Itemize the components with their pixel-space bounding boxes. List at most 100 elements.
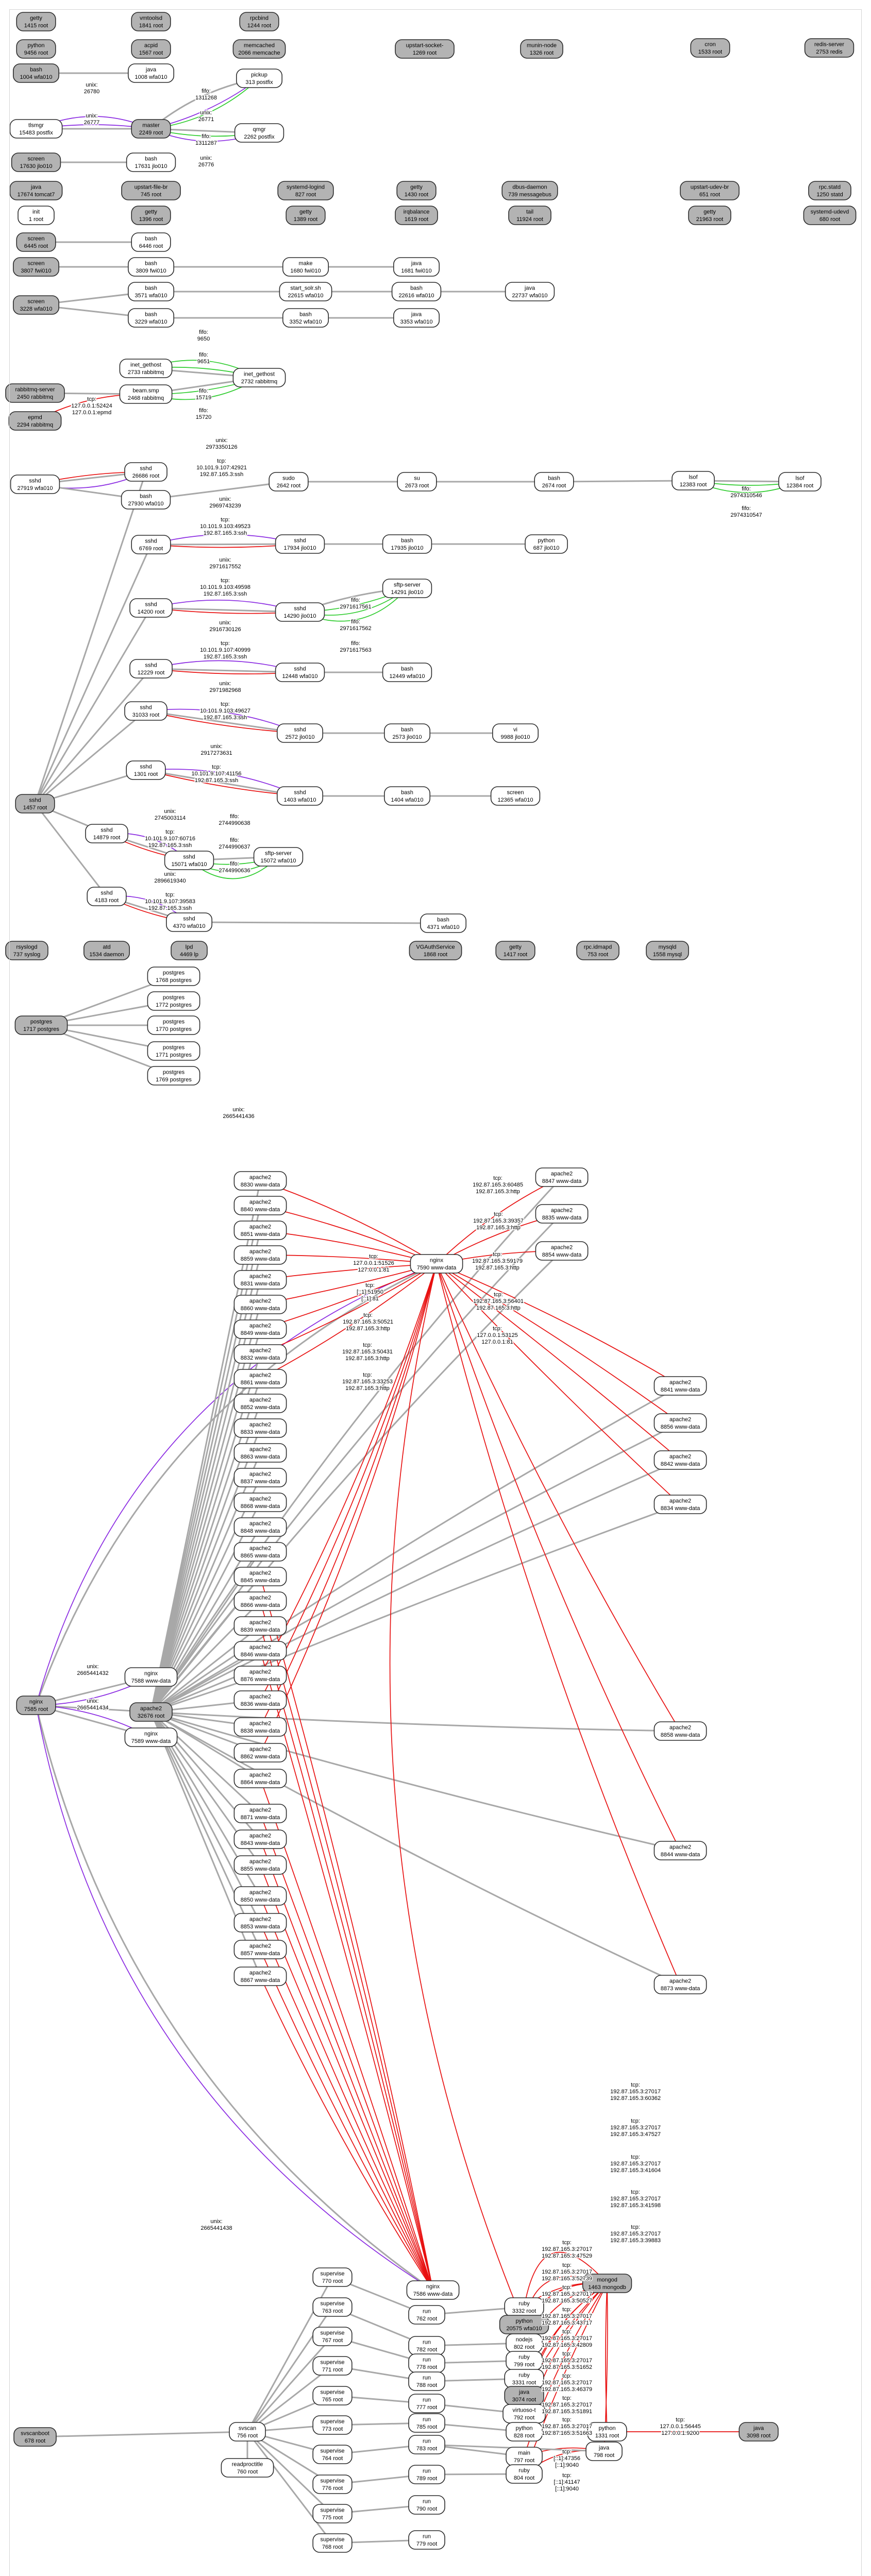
process-pid-user: 3353 wfa010 — [400, 319, 433, 325]
process-name: lpd — [186, 944, 193, 951]
process-name: lsof — [795, 476, 805, 482]
process-name: mysqld — [659, 944, 677, 951]
edge-purple-nginx7585-nginx7586 — [34, 1704, 434, 2291]
process-pid-user: 6446 root — [139, 243, 163, 249]
process-pid-user: 14879 root — [93, 835, 121, 841]
process-pid-user: 651 root — [699, 192, 720, 198]
edge-label: unix:2917273631 — [200, 743, 232, 756]
process-name: sshd — [140, 466, 152, 472]
process-pid-user: 8851 www-data — [241, 1231, 280, 1238]
edge-label: unix:26776 — [198, 155, 214, 168]
edge-label: fifo:9650 — [197, 329, 210, 342]
edge-gray-apache32676-a8844 — [150, 1711, 681, 1852]
process-pid-user: 17631 jlo010 — [135, 163, 167, 170]
process-name: inet_gethost — [130, 362, 161, 368]
process-pid-user: 1768 postgres — [156, 977, 192, 984]
process-name: java — [145, 67, 157, 73]
process-name: make — [299, 261, 313, 267]
process-name: apache2 — [249, 1298, 271, 1304]
process-name: sshd — [183, 916, 195, 922]
process-pid-user: 1404 wfa010 — [391, 797, 424, 803]
edge-gray-svscan-sup768 — [246, 2431, 333, 2544]
process-pid-user: 1417 root — [504, 952, 527, 958]
process-pid-user: 779 root — [416, 2541, 437, 2547]
process-pid-user: 12448 wfa010 — [282, 673, 317, 680]
process-name: java — [30, 184, 42, 191]
process-pid-user: 789 root — [416, 2476, 437, 2482]
process-name: python — [598, 2426, 615, 2432]
process-name: mongod — [597, 2277, 617, 2283]
edge-red-a8850-nginx7586 — [259, 1895, 433, 2291]
process-name: rpc.idmapd — [584, 944, 612, 951]
process-name: sshd — [145, 538, 157, 545]
process-name: postgres — [163, 970, 185, 976]
process-pid-user: 1250 statd — [816, 192, 843, 198]
process-pid-user: 3807 fwi010 — [21, 268, 51, 274]
process-pid-user: 15072 wfa010 — [260, 858, 296, 864]
process-name: bash — [401, 538, 413, 544]
process-pid-user: 2642 root — [277, 483, 300, 489]
process-pid-user: 8852 www-data — [241, 1404, 280, 1411]
process-name: VGAuthService — [416, 944, 455, 951]
process-pid-user: 17630 jlo010 — [20, 163, 52, 170]
process-name: apache2 — [249, 1372, 271, 1379]
process-name: sshd — [29, 478, 41, 484]
process-name: bash — [299, 312, 312, 318]
process-pid-user: 8863 www-data — [241, 1454, 280, 1460]
process-node-upstartsocket: upstart-socket-1269 root — [395, 39, 455, 59]
process-name: upstart-socket- — [406, 43, 444, 49]
edge-label: unix:2665441436 — [223, 1107, 254, 1120]
process-pid-user: 1717 postgres — [23, 1026, 59, 1032]
process-name: bash — [548, 476, 560, 482]
process-pid-user: 7588 www-data — [131, 1678, 171, 1684]
process-name: sshd — [140, 705, 152, 711]
process-pid-user: 8857 www-data — [241, 1951, 280, 1957]
process-pid-user: 22737 wfa010 — [512, 293, 547, 299]
edge-gray-apache32676-a8831 — [150, 1279, 261, 1713]
process-pid-user: 8865 www-data — [241, 1553, 280, 1559]
process-pid-user: 8868 www-data — [241, 1503, 280, 1510]
process-name: apache2 — [669, 1454, 691, 1460]
process-pid-user: 1389 root — [294, 216, 317, 223]
edge-label: unix:2745003114 — [155, 808, 186, 821]
process-name: sshd — [140, 764, 152, 770]
process-pid-user: 8841 www-data — [661, 1387, 700, 1393]
process-pid-user: 4371 wfa010 — [427, 924, 460, 930]
process-pid-user: 778 root — [416, 2364, 437, 2370]
process-name: su — [414, 476, 420, 482]
process-name: apache2 — [249, 1859, 271, 1865]
process-name: sshd — [29, 798, 41, 804]
process-pid-user: 9456 root — [24, 50, 48, 56]
process-pid-user: 3352 wfa010 — [290, 319, 322, 325]
process-name: sshd — [145, 602, 157, 608]
process-name: systemd-udevd — [811, 209, 849, 215]
process-name: apache2 — [249, 1570, 271, 1577]
process-pid-user: 739 messagebus — [508, 192, 551, 198]
edge-red-a8846-nginx7586 — [259, 1650, 435, 2291]
edge-gray-apache32676-a8858 — [150, 1711, 681, 1732]
process-pid-user: 22615 wfa010 — [288, 293, 323, 299]
process-pid-user: 775 root — [322, 2515, 343, 2521]
process-name: apache2 — [249, 1645, 271, 1651]
process-pid-user: 8843 www-data — [241, 1840, 280, 1846]
